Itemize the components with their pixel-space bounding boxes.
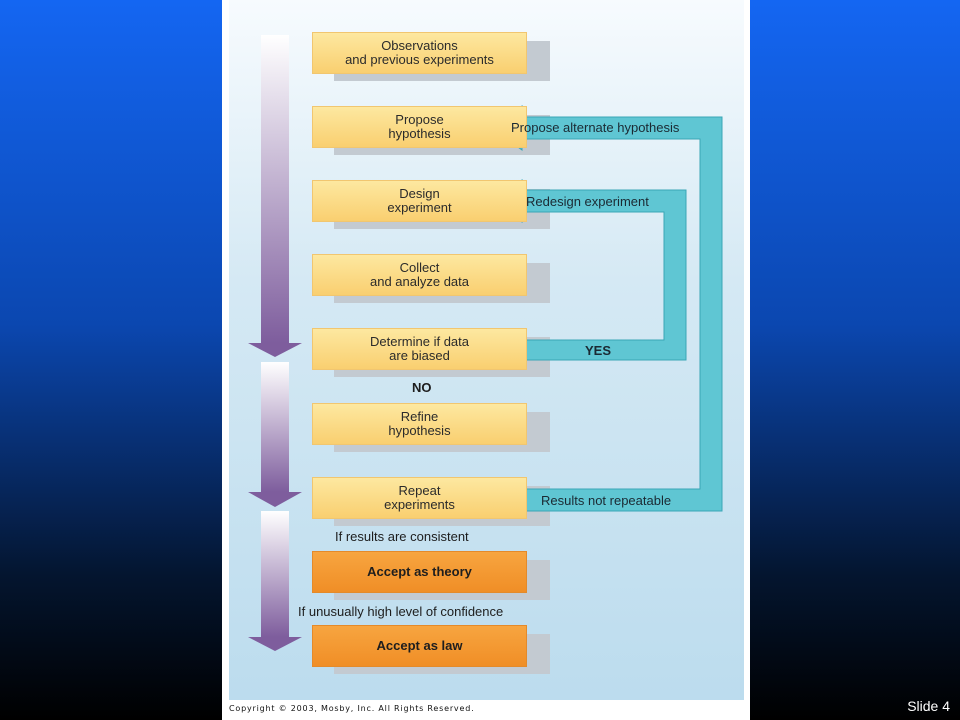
- label-results-not-repeatable: Results not repeatable: [541, 493, 672, 508]
- label-propose-alternate: Propose alternate hypothesis: [511, 120, 680, 135]
- step-collect-data: Collect and analyze data: [312, 254, 527, 296]
- label-results-consistent: If results are consistent: [335, 529, 469, 544]
- step-accept-law: Accept as law: [312, 625, 527, 667]
- label-redesign-experiment: Redesign experiment: [526, 194, 649, 209]
- label-high-confidence: If unusually high level of confidence: [298, 604, 504, 619]
- copyright-notice: Copyright © 2003, Mosby, Inc. All Rights…: [229, 704, 475, 713]
- step-design-experiment: Design experiment: [312, 180, 527, 222]
- step-refine-hypothesis: Refine hypothesis: [312, 403, 527, 445]
- label-no: NO: [412, 380, 432, 395]
- step-determine-bias: Determine if data are biased: [312, 328, 527, 370]
- step-propose-hypothesis: Propose hypothesis: [312, 106, 527, 148]
- main-arrow-1: [248, 35, 302, 357]
- step-observations: Observations and previous experiments: [312, 32, 527, 74]
- main-arrow-2: [248, 362, 302, 507]
- slide-number: Slide 4: [907, 698, 950, 714]
- main-arrow-3: [248, 511, 302, 651]
- step-accept-theory: Accept as theory: [312, 551, 527, 593]
- step-repeat-experiments: Repeat experiments: [312, 477, 527, 519]
- label-yes: YES: [585, 343, 612, 358]
